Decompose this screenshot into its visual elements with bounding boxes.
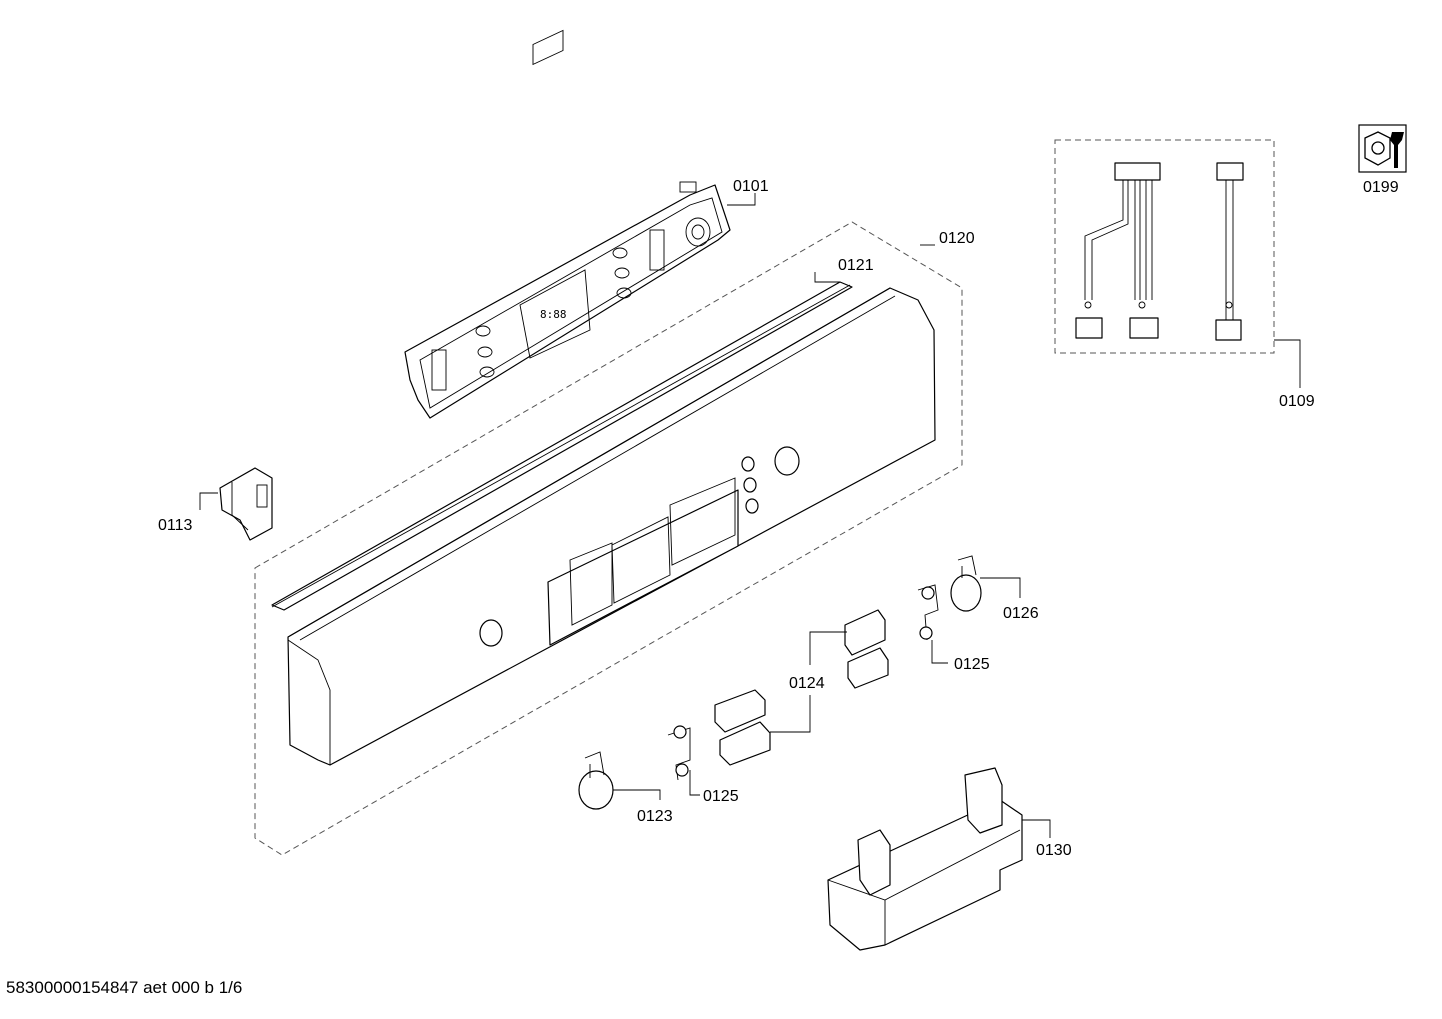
callout-0130: 0130 (1036, 842, 1072, 859)
switch-0124 (714, 609, 889, 766)
callout-0120: 0120 (939, 230, 975, 247)
bracket-0113 (219, 467, 273, 541)
callout-0101: 0101 (733, 178, 769, 195)
control-panel-fascia (287, 287, 936, 766)
assembly-boundary-0120 (254, 221, 963, 856)
leader-lines (199, 193, 1301, 838)
spring-0125-upper (917, 584, 939, 641)
callout-0113: 0113 (158, 517, 193, 534)
document-footer-id: 58300000154847 aet 000 b 1/6 (6, 978, 243, 997)
callout-0121: 0121 (838, 257, 874, 274)
wiring-harness (1075, 162, 1244, 341)
callout-0124: 0124 (789, 675, 825, 692)
spring-0125-lower (667, 725, 691, 781)
housing-0130 (827, 767, 1023, 951)
callout-0125-upper: 0125 (954, 656, 990, 673)
knob-0126 (950, 555, 982, 612)
svg-text:8:88: 8:88 (540, 308, 567, 321)
control-module: 8:88 (404, 29, 731, 419)
callout-0199: 0199 (1363, 179, 1399, 196)
service-wrench-icon (1358, 124, 1407, 173)
callout-0109: 0109 (1279, 393, 1315, 410)
knob-0123 (578, 751, 614, 810)
callout-0126: 0126 (1003, 605, 1039, 622)
seal-strip (271, 281, 853, 611)
callout-0123: 0123 (637, 808, 673, 825)
callout-0125-lower: 0125 (703, 788, 739, 805)
harness-boundary-0109 (1054, 139, 1275, 354)
